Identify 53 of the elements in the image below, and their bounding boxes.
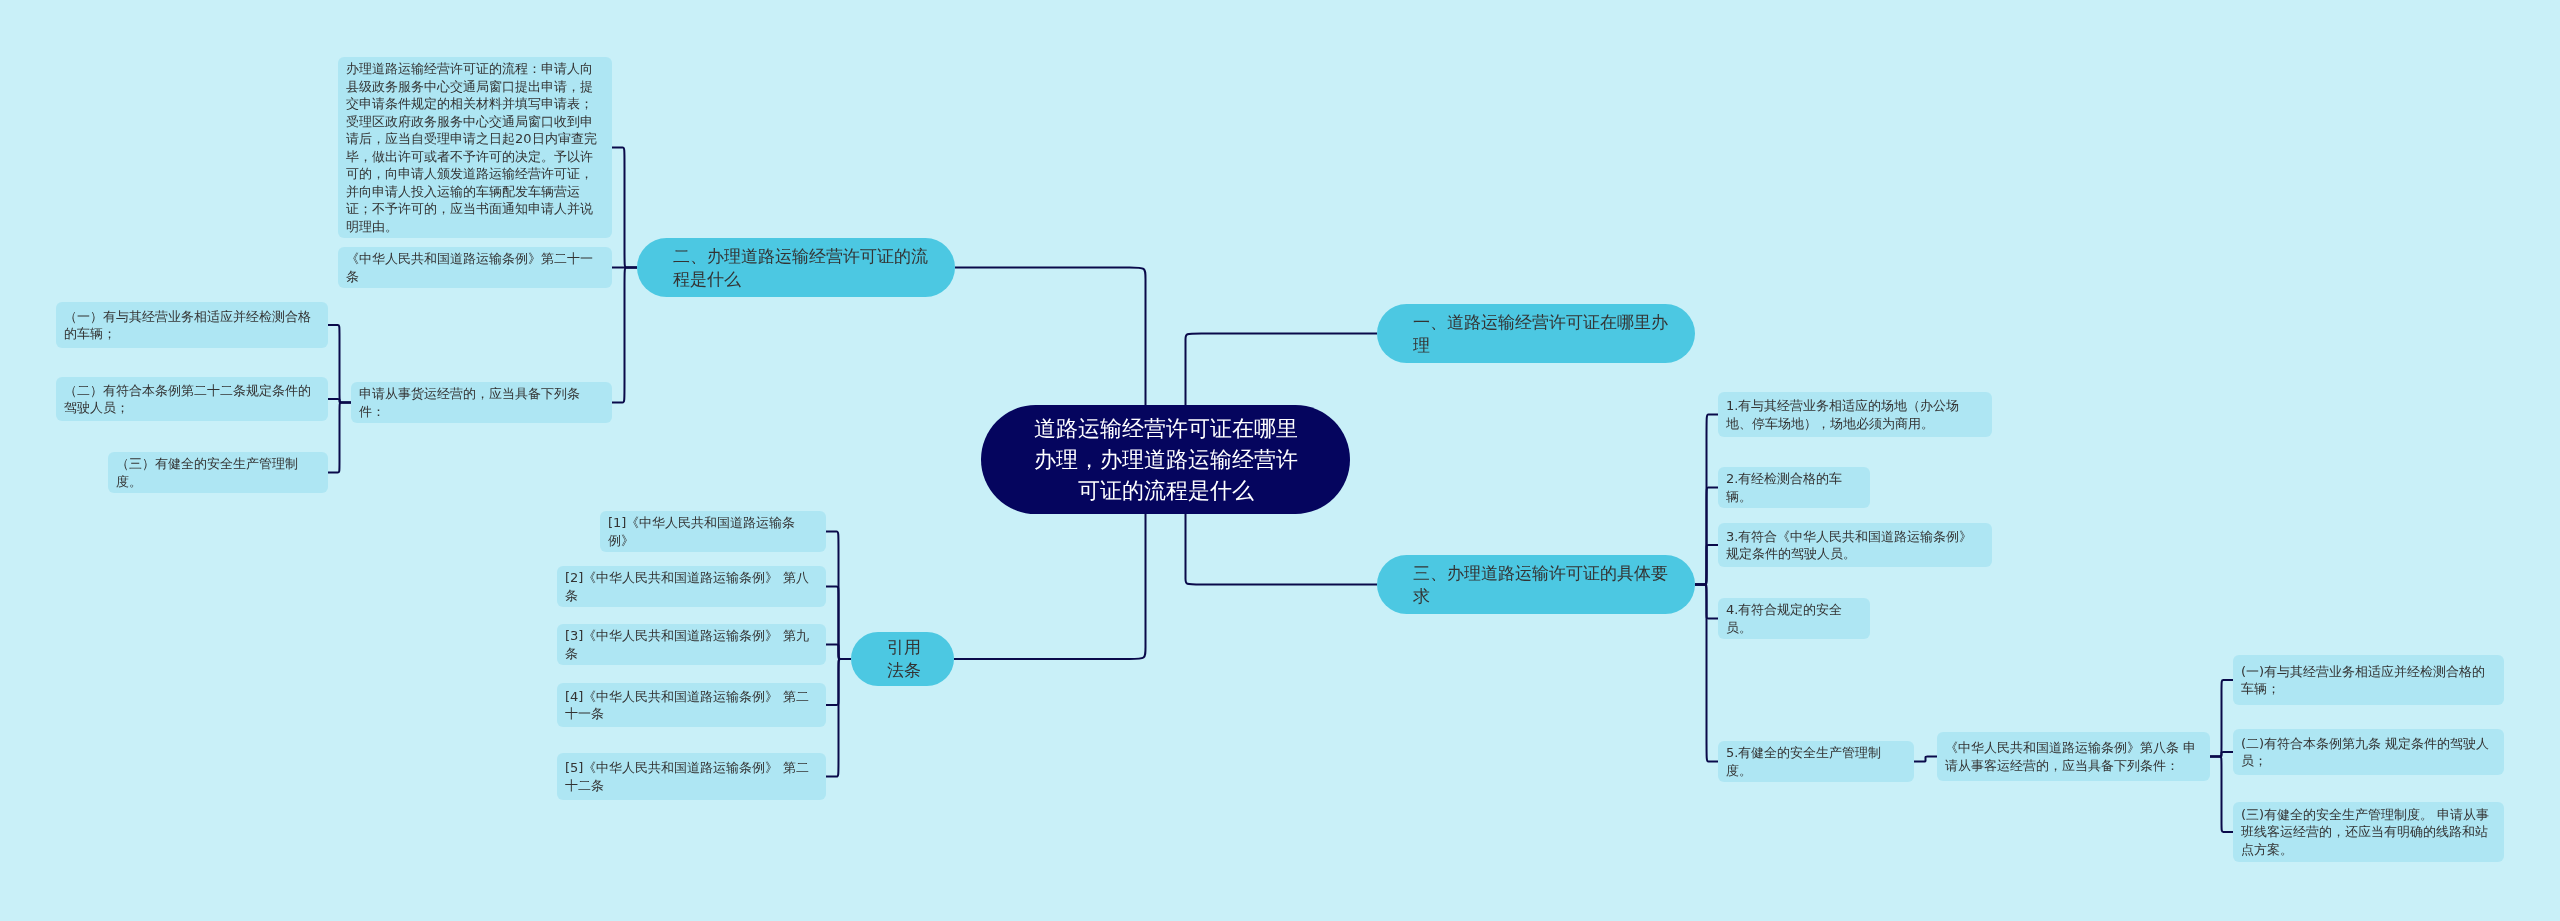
- subtopic-text: 4.有符合规定的安全员。: [1726, 601, 1844, 636]
- connector-line: [1913, 755, 1938, 763]
- subtopic-card: [1718, 467, 1870, 508]
- branch-topic-text: 一、道路运输经营许可证在哪里办理: [1413, 310, 1669, 357]
- subtopic-card: [2233, 655, 2504, 705]
- connector-line: [953, 513, 1147, 660]
- subtopic-card: [557, 566, 826, 607]
- subtopic-text: [5]《中华人民共和国道路运输条例》 第二十二条: [565, 759, 810, 794]
- subtopic-text: 3.有符合《中华人民共和国道路运输条例》规定条件的驾驶人员。: [1726, 527, 1974, 563]
- connector-line: [2209, 755, 2234, 833]
- subtopic-text: (二)有符合本条例第九条 规定条件的驾驶人员；: [2241, 734, 2491, 770]
- subtopic-card: [351, 382, 612, 423]
- subtopic-text: [4]《中华人民共和国道路运输条例》 第二十一条: [565, 687, 810, 723]
- subtopic-card: [1937, 732, 2210, 781]
- subtopic-card: [1718, 523, 1992, 567]
- subtopic-card: [1718, 741, 1914, 782]
- subtopic-text: 1.有与其经营业务相适应的场地（办公场地、停车场地），场地必须为商用。: [1726, 397, 1961, 432]
- subtopic-text: [2]《中华人民共和国道路运输条例》 第八条: [565, 569, 810, 604]
- connector-line: [327, 401, 352, 474]
- subtopic-card: [338, 247, 612, 288]
- subtopic-text: 《中华人民共和国道路运输条例》第八条 申请从事客运经营的，应当具备下列条件：: [1945, 739, 2198, 774]
- connector-line: [1184, 332, 1378, 406]
- branch-topic-text: 二、办理道路运输经营许可证的流程是什么: [673, 244, 929, 291]
- subtopic-text: （一）有与其经营业务相适应并经检测合格的车辆；: [64, 307, 312, 343]
- subtopic-card: [56, 302, 328, 348]
- subtopic-text: （三）有健全的安全生产管理制度。: [116, 455, 299, 490]
- subtopic-card: [1718, 598, 1870, 639]
- subtopic-card: [557, 624, 826, 665]
- subtopic-text: 办理道路运输经营许可证的流程：申请人向县级政务服务中心交通局窗口提出申请，提交申请条件规定的相关材料并填写申请表；受理区政府政务服务中心交通局窗口收到申请后，应当自受理申请之日起20日内审查完毕，做出许可或者不予许可的决定。予以许可的，向申请人颁发道路运输经营许可证，并向申请人投入运输的车辆配发车辆营运证；不予许可的，应当书面通知申请人并说明理由。: [346, 60, 598, 235]
- subtopic-text: 5.有健全的安全生产管理制度。: [1726, 744, 1883, 779]
- subtopic-text: (三)有健全的安全生产管理制度。 申请从事班线客运经营的，还应当有明确的线路和站点方案。: [2241, 805, 2491, 859]
- subtopic-card: [56, 377, 328, 421]
- subtopic-text: (一)有与其经营业务相适应并经检测合格的车辆；: [2241, 662, 2487, 698]
- subtopic-text: [3]《中华人民共和国道路运输条例》 第九条: [565, 627, 810, 662]
- subtopic-card: [2233, 729, 2504, 775]
- subtopic-text: 申请从事货运经营的，应当具备下列条件：: [359, 385, 581, 420]
- connector-line: [1184, 513, 1378, 586]
- subtopic-card: [557, 753, 826, 800]
- branch-topic-text: 三、办理道路运输许可证的具体要求: [1413, 561, 1669, 608]
- subtopic-text: 2.有经检测合格的车辆。: [1726, 470, 1844, 505]
- central-topic-text: 道路运输经营许可证在哪里办理，办理道路运输经营许可证的流程是什么: [1032, 415, 1299, 505]
- subtopic-card: [2233, 802, 2504, 862]
- subtopic-card: [557, 683, 826, 727]
- connector-line: [825, 658, 852, 778]
- subtopic-text: （二）有符合本条例第二十二条规定条件的驾驶人员；: [64, 381, 312, 417]
- subtopic-card: [1718, 392, 1992, 437]
- subtopic-text: 《中华人民共和国道路运输条例》第二十一条: [346, 250, 594, 285]
- subtopic-card: [108, 452, 328, 493]
- branch-topic: [851, 632, 954, 686]
- subtopic-card: [600, 511, 826, 552]
- connector-line: [954, 266, 1147, 406]
- branch-topic-text: 引用法条: [887, 636, 922, 682]
- subtopic-text: [1]《中华人民共和国道路运输条例》: [608, 514, 797, 549]
